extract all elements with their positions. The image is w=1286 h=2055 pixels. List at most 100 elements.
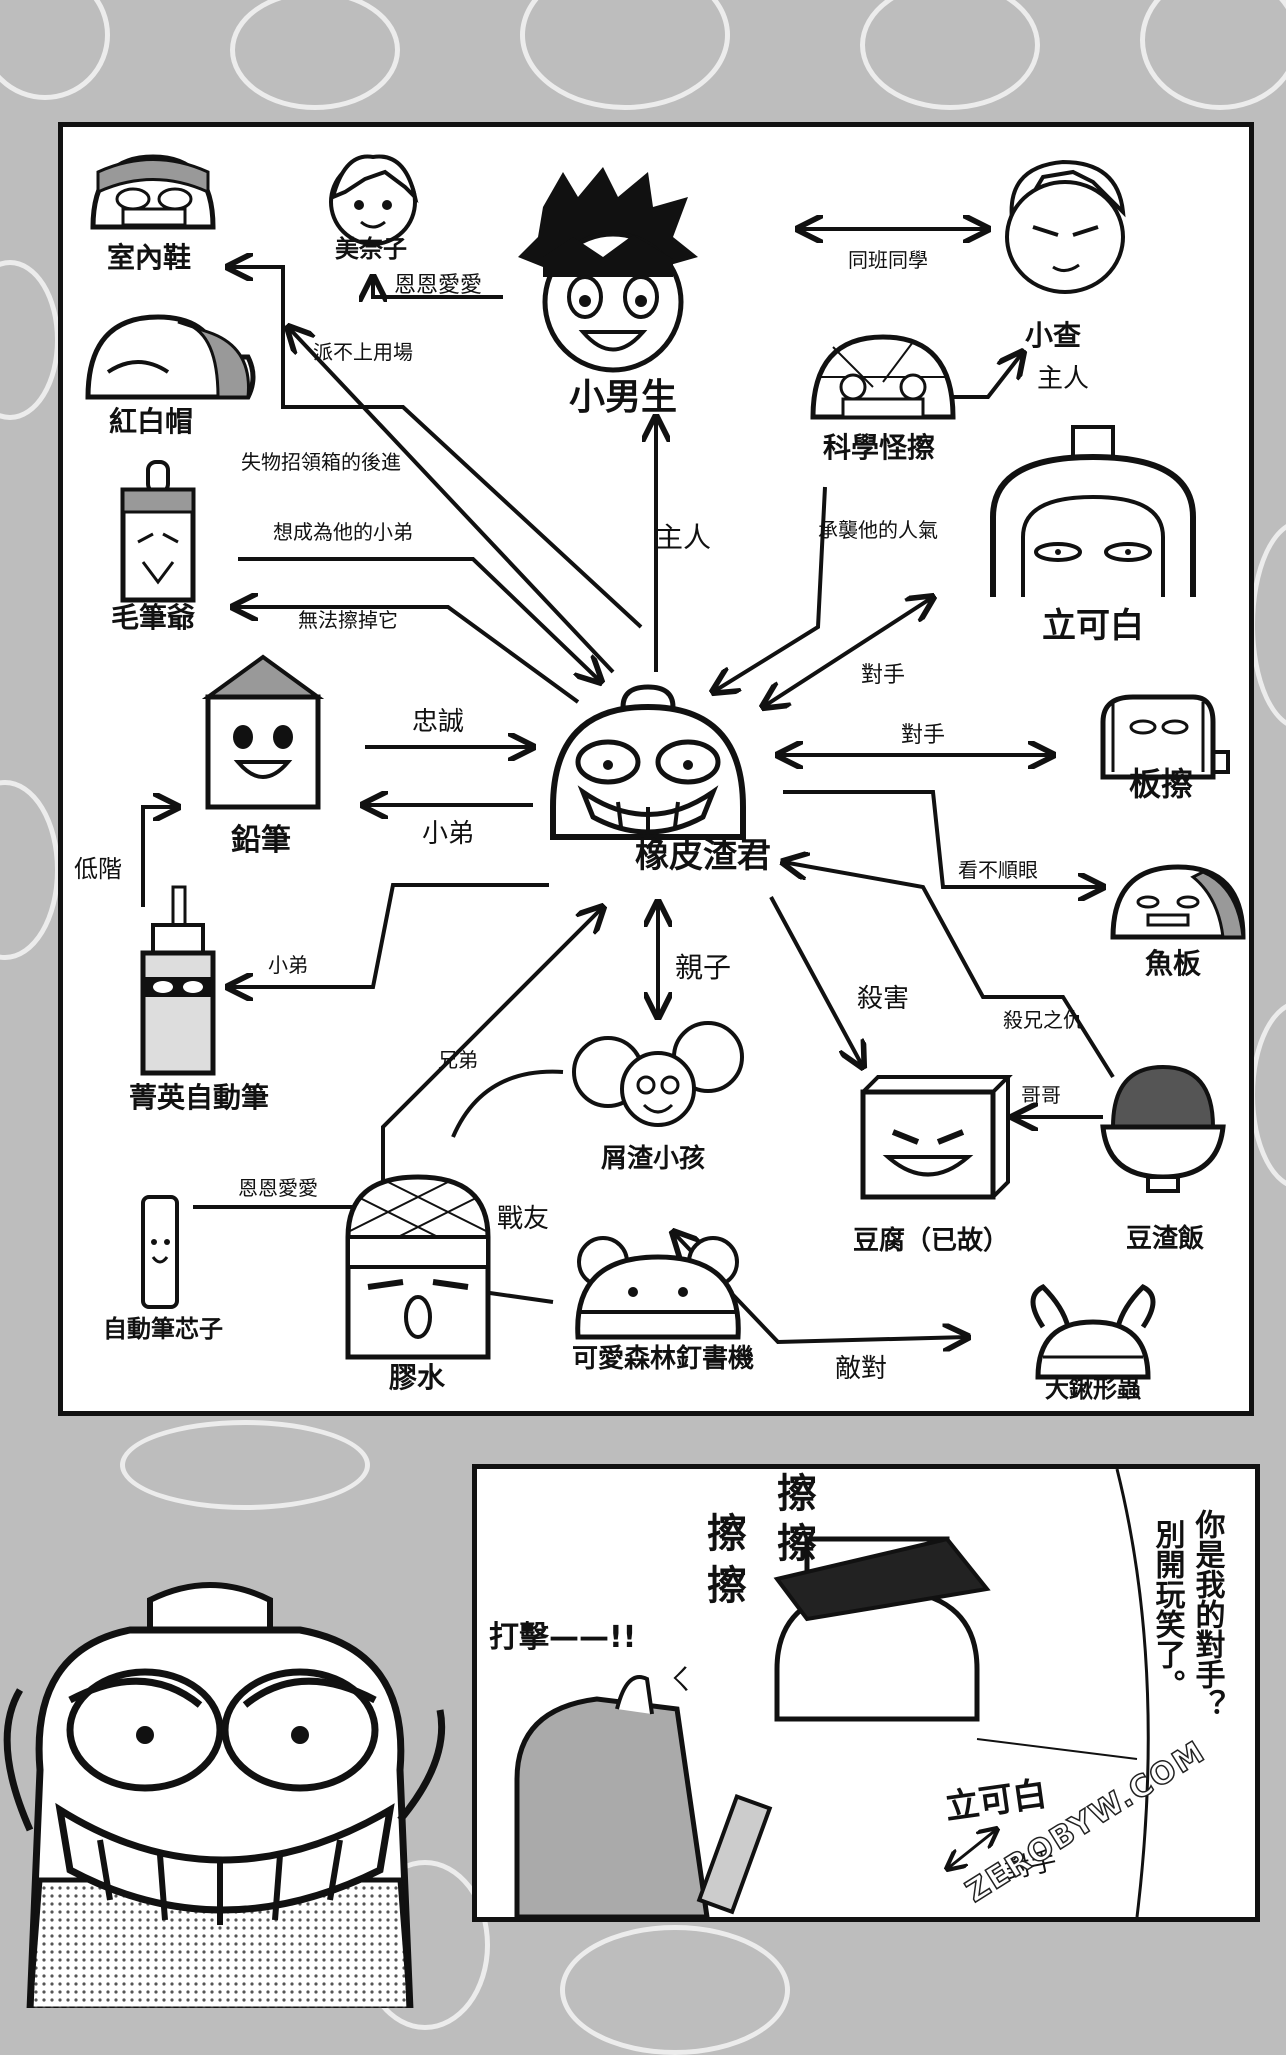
minako-figure xyxy=(329,154,419,246)
background-doodle xyxy=(0,780,60,960)
edge-label-lead_eraser: 恩恩愛愛 xyxy=(238,1176,318,1200)
edge-label-mech_pencil: 低階 xyxy=(74,855,122,883)
node-label-minako: 美奈子 xyxy=(335,235,407,263)
sfx-rub-1: 擦 xyxy=(777,1471,817,1517)
edge-lead_eraser xyxy=(193,907,603,1209)
edge-eraser_tofu xyxy=(769,896,863,1067)
node-label-slipper: 室內鞋 xyxy=(107,241,191,274)
edge-eraser_rikkaku xyxy=(763,597,933,707)
glue-figure xyxy=(345,1174,491,1360)
comic-panel-svg: 擦 擦 擦 擦 打擊——!! ㄑ 你是我的對手？ 別開玩笑了。 立可白 對手 xyxy=(489,1469,1227,1917)
edge-monster_eraser xyxy=(713,486,827,692)
node-label-rice: 豆渣飯 xyxy=(1126,1223,1204,1254)
node-label-tofu: 豆腐（已故） xyxy=(853,1226,1009,1256)
brush-figure xyxy=(120,460,196,603)
edge-label-boy_cha: 同班同學 xyxy=(848,248,928,272)
edge-glue_stapler xyxy=(482,1290,554,1304)
node-label-mech: 菁英自動筆 xyxy=(129,1081,269,1114)
lead-figure xyxy=(141,1195,179,1309)
edge-label-stapler_beetle: 敵對 xyxy=(835,1354,887,1384)
eraser-kun-figure xyxy=(550,684,746,840)
sfx-small: ㄑ xyxy=(667,1663,695,1696)
background-doodle xyxy=(0,260,60,420)
background-doodle xyxy=(1250,520,1286,730)
edge-eraser_brush xyxy=(233,607,580,704)
sfx-rub-2: 擦 xyxy=(707,1511,747,1557)
node-label-kids: 屑渣小孩 xyxy=(601,1143,705,1174)
boy-figure xyxy=(518,167,698,373)
cha-figure xyxy=(1005,159,1126,294)
edge-eraser_cap xyxy=(228,267,643,629)
kamaboko-figure xyxy=(1110,864,1246,940)
relationship-chart-svg: 橡皮渣君小男生美奈子室內鞋紅白帽毛筆爺鉛筆菁英自動筆自動筆芯子膠水屑渣小孩可愛森… xyxy=(74,154,1246,1403)
node-label-brush: 毛筆爺 xyxy=(111,601,196,634)
background-doodle xyxy=(1140,0,1286,110)
edge-eraser_kamaboko xyxy=(783,790,1103,887)
edge-label-rice_eraser: 殺兄之仇 xyxy=(1003,1008,1083,1032)
edge-eraser_lost xyxy=(288,327,615,674)
edge-label-eraser_board: 對手 xyxy=(901,723,945,748)
background-doodle xyxy=(860,0,1040,110)
edge-label-eraser_kamaboko: 看不順眼 xyxy=(958,858,1038,882)
edge-label-pencil_eraser: 忠誠 xyxy=(412,707,464,737)
edge-label-eraser_boy: 主人 xyxy=(655,521,711,554)
background-doodle xyxy=(520,0,730,110)
node-label-board: 板擦 xyxy=(1129,765,1193,803)
kids-figure xyxy=(572,1021,744,1127)
edge-label-eraser_lost: 失物招領箱的後進 xyxy=(241,450,401,474)
edge-label-eraser_tofu: 殺害 xyxy=(857,984,909,1014)
sfx-rub-4: 擦 xyxy=(707,1563,747,1609)
edge-label-monster_eraser: 承襲他的人氣 xyxy=(818,518,938,542)
comic-panel: 擦 擦 擦 擦 打擊——!! ㄑ 你是我的對手？ 別開玩笑了。 立可白 對手 xyxy=(472,1464,1260,1922)
edge-rice_eraser xyxy=(783,862,1115,1079)
mech-pencil-figure xyxy=(140,885,216,1076)
background-doodle xyxy=(560,1925,790,2055)
relationship-chart: 橡皮渣君小男生美奈子室內鞋紅白帽毛筆爺鉛筆菁英自動筆自動筆芯子膠水屑渣小孩可愛森… xyxy=(58,122,1254,1416)
beetle-figure xyxy=(1030,1283,1156,1380)
rice-figure xyxy=(1100,1064,1226,1193)
edge-label-monster_cha: 主人 xyxy=(1037,364,1089,394)
speech-line-1: 你是我的對手？ xyxy=(1190,1509,1227,1719)
edge-label-eraser_cap: 派不上用場 xyxy=(313,340,413,364)
speech-line-2: 別開玩笑了。 xyxy=(1150,1519,1186,1699)
node-label-monster: 科學怪擦 xyxy=(823,431,935,464)
edge-mech_pencil xyxy=(141,807,178,907)
pencil-figure xyxy=(201,654,325,810)
node-label-beetle: 大鍬形蟲 xyxy=(1045,1375,1141,1403)
edge-label-eraser_pencil: 小弟 xyxy=(422,819,474,849)
edge-label-rice_tofu: 哥哥 xyxy=(1021,1083,1061,1107)
board-eraser-figure xyxy=(1100,694,1230,780)
monster-eraser-figure xyxy=(810,334,956,420)
edge-label-eraser_mech: 小弟 xyxy=(268,953,308,977)
edge-boy_minako xyxy=(373,277,503,297)
edge-monster_cha xyxy=(948,352,1023,399)
edge-eraser_mech xyxy=(228,883,549,987)
rikkaku-figure xyxy=(990,425,1196,597)
node-label-boy: 小男生 xyxy=(569,377,677,418)
eraser-mascot-illustration xyxy=(3,1582,446,2008)
sign-label: 立可白 xyxy=(943,1774,1050,1828)
background-doodle xyxy=(120,1420,370,1510)
sfx-rub-3: 擦 xyxy=(777,1521,817,1567)
edge-label-brush_eraser: 想成為他的小弟 xyxy=(273,520,413,544)
edge-label-eraser_brush: 無法擦掉它 xyxy=(298,608,398,632)
tofu-figure xyxy=(860,1075,1013,1200)
node-label-cha: 小查 xyxy=(1025,319,1081,352)
edge-label-glue_kids: 兄弟 xyxy=(438,1048,478,1072)
edge-label-eraser_rikkaku: 對手 xyxy=(861,663,905,688)
edge-label-eraser_kids: 親子 xyxy=(675,951,731,984)
edge-label-glue_stapler: 戰友 xyxy=(497,1204,549,1234)
stapler-figure xyxy=(575,1236,741,1340)
background-doodle xyxy=(1250,1000,1286,1190)
node-label-stapler: 可愛森林釘書機 xyxy=(572,1343,754,1374)
node-label-glue: 膠水 xyxy=(389,1361,446,1394)
edge-brush_eraser xyxy=(238,557,601,682)
node-label-lead: 自動筆芯子 xyxy=(103,1315,223,1343)
background-doodle xyxy=(0,0,110,100)
node-label-pencil: 鉛筆 xyxy=(231,823,291,858)
slipper-figure xyxy=(90,154,216,230)
background-doodle xyxy=(230,0,400,110)
cap-figure xyxy=(85,314,256,400)
edge-glue_kids xyxy=(451,1069,564,1138)
node-label-rikkaku: 立可白 xyxy=(1042,606,1144,646)
